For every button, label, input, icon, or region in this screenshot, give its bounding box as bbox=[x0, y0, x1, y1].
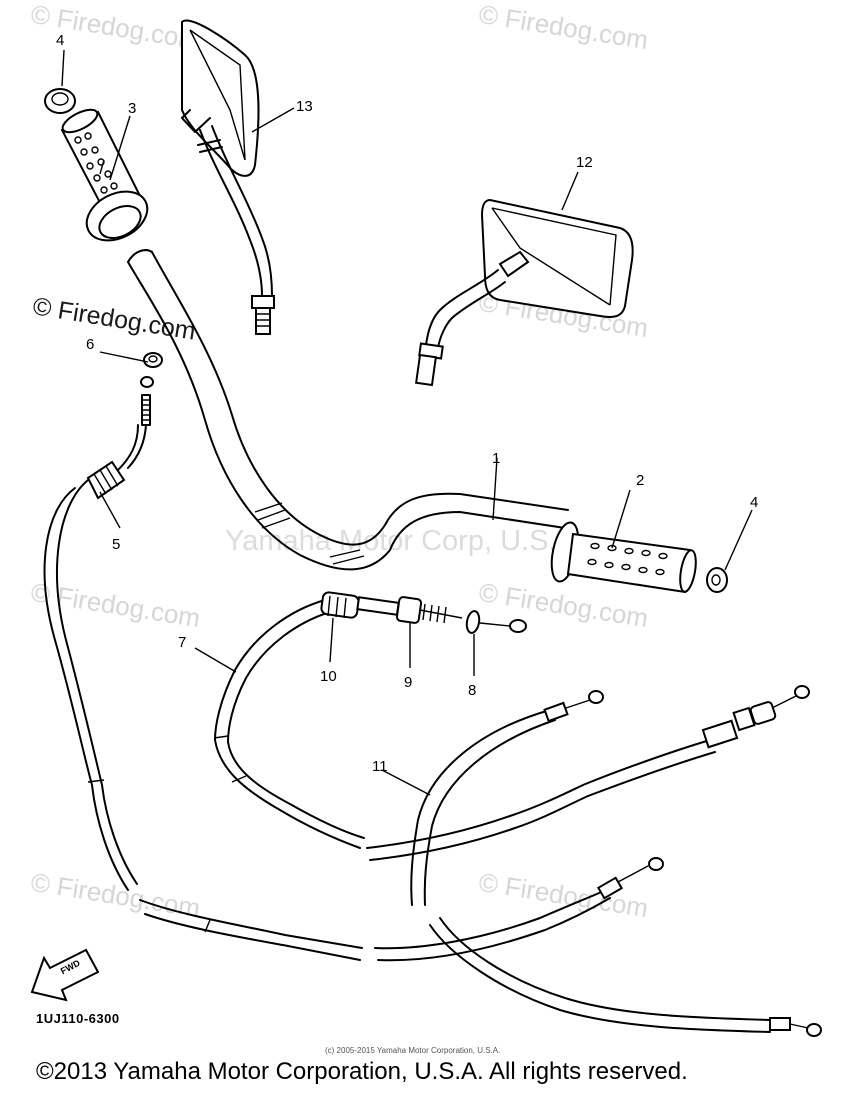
leader-lines bbox=[61, 49, 753, 796]
callout-8: 8 bbox=[468, 682, 477, 699]
callout-6: 6 bbox=[86, 336, 95, 353]
callout-9: 9 bbox=[404, 674, 413, 691]
callout-7: 7 bbox=[178, 634, 187, 651]
adjuster-nut bbox=[140, 352, 163, 388]
callout-4-right: 4 bbox=[750, 494, 759, 511]
callout-2: 2 bbox=[636, 472, 645, 489]
small-print: (c) 2005-2015 Yamaha Motor Corporation, … bbox=[325, 1046, 501, 1055]
callout-13: 13 bbox=[296, 98, 313, 115]
throttle-cable bbox=[43, 394, 664, 962]
callout-12: 12 bbox=[576, 154, 593, 171]
right-grip bbox=[550, 521, 697, 594]
left-grip bbox=[60, 108, 149, 242]
handlebar bbox=[127, 249, 569, 571]
grip-end-cap-right bbox=[706, 567, 728, 593]
cable-adjuster-assembly bbox=[320, 591, 527, 634]
callout-11: 11 bbox=[372, 758, 388, 775]
callout-4: 4 bbox=[56, 32, 65, 49]
fwd-arrow bbox=[30, 948, 100, 1002]
right-mirror bbox=[414, 198, 634, 387]
copyright-notice: ©2013 Yamaha Motor Corporation, U.S.A. A… bbox=[36, 1058, 688, 1085]
cable-11 bbox=[366, 685, 822, 1037]
center-watermark: Yamaha Motor Corp, U.S.A. bbox=[225, 525, 584, 557]
grip-end-cap-left bbox=[44, 88, 76, 114]
cable-7 bbox=[213, 599, 365, 849]
callout-10: 10 bbox=[320, 668, 337, 685]
callout-3: 3 bbox=[128, 100, 137, 117]
left-mirror bbox=[181, 19, 275, 335]
callout-1: 1 bbox=[492, 450, 501, 467]
part-code: 1UJ110-6300 bbox=[36, 1011, 120, 1026]
callout-5: 5 bbox=[112, 536, 121, 553]
